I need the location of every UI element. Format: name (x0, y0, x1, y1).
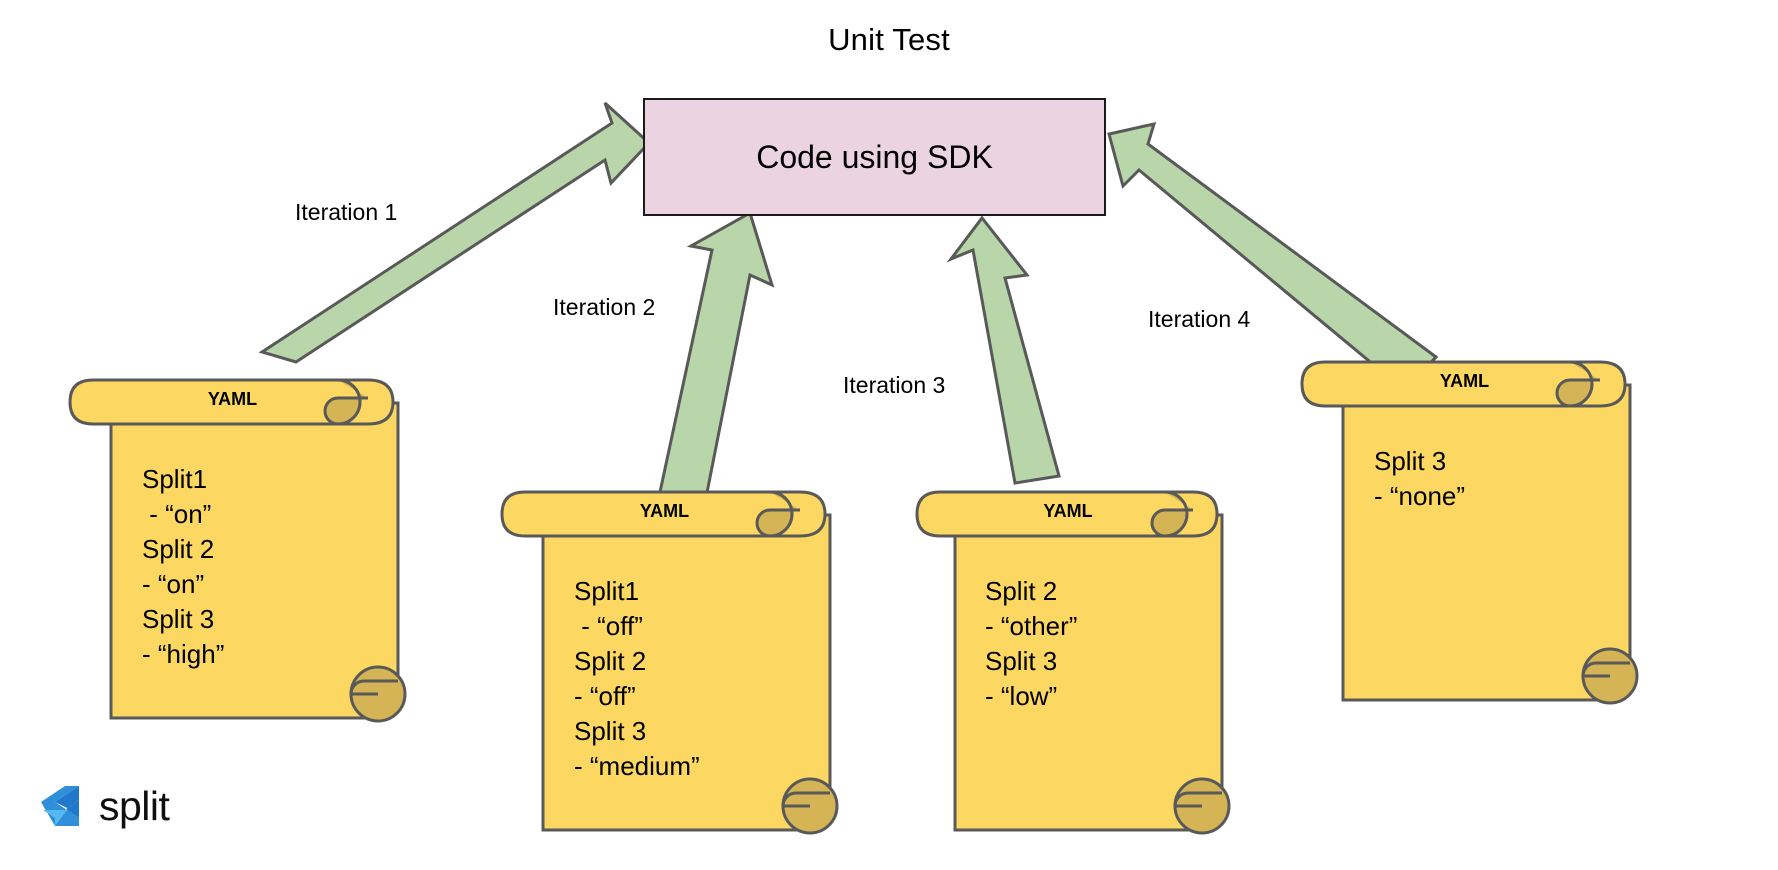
code-using-sdk-node[interactable]: Code using SDK (643, 98, 1106, 216)
page-title: Unit Test (828, 22, 950, 57)
code-using-sdk-label: Code using SDK (756, 138, 993, 175)
scroll-title-3: YAML (1043, 501, 1093, 521)
arrow-iteration-3 (946, 215, 1061, 485)
arrow-iteration-4 (1107, 121, 1439, 393)
edge-label-iteration-1: Iteration 1 (295, 199, 398, 225)
scroll-title-4: YAML (1439, 371, 1490, 391)
split-logo: split (35, 780, 170, 832)
edge-label-iteration-3: Iteration 3 (843, 372, 946, 398)
split-mark-icon (41, 786, 79, 826)
arrow-iteration-2 (652, 210, 775, 530)
scroll-content-4: Split 3 - “none” (1374, 446, 1466, 511)
scroll-title-1: YAML (207, 389, 258, 409)
scroll-content-2: Split1 - “off” Split 2 - “off” Split 3 -… (574, 576, 700, 781)
scroll-shape-1 (68, 378, 407, 723)
edge-label-iteration-4: Iteration 4 (1148, 306, 1251, 332)
yaml-document-1[interactable]: YAML Split1 - “on” Split 2 - “on” Split … (68, 378, 407, 758)
scroll-title-2: YAML (639, 501, 690, 521)
yaml-document-3[interactable]: YAML Split 2 - “other” Split 3 - “low” (915, 490, 1231, 870)
split-wordmark: split (99, 783, 170, 829)
scroll-content-3: Split 2 - “other” Split 3 - “low” (985, 576, 1078, 711)
scroll-shape-3 (915, 490, 1231, 835)
edge-label-iteration-2: Iteration 2 (553, 294, 656, 320)
yaml-document-2[interactable]: YAML Split1 - “off” Split 2 - “off” Spli… (500, 490, 839, 870)
scroll-shape-2 (500, 490, 839, 835)
scroll-content-1: Split1 - “on” Split 2 - “on” Split 3 - “… (142, 464, 225, 669)
scroll-shape-4 (1300, 360, 1639, 705)
yaml-document-4[interactable]: YAML Split 3 - “none” (1300, 360, 1639, 740)
arrow-iteration-1 (258, 101, 652, 364)
